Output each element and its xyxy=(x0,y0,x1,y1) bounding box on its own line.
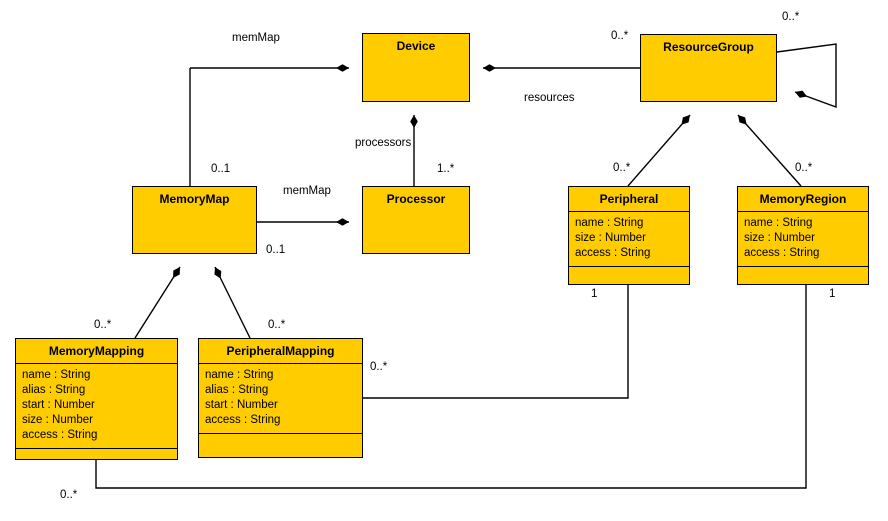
edge-label-memmap-processor: memMap xyxy=(283,185,331,197)
class-memory-mapping[interactable]: MemoryMapping name : String alias : Stri… xyxy=(15,338,178,460)
edge-label-memmap-processor-multiplicity: 0..1 xyxy=(266,244,286,256)
class-peripheral-mapping-attributes: name : String alias : String start : Num… xyxy=(199,364,362,433)
edge-label-peripheral-multiplicity: 0..* xyxy=(613,162,631,174)
class-peripheral-mapping-name: PeripheralMapping xyxy=(226,344,335,358)
attribute-row: access : String xyxy=(575,247,651,259)
edge-label-resources: resources xyxy=(524,92,575,104)
class-memory-region[interactable]: MemoryRegion name : String size : Number… xyxy=(737,186,869,285)
class-memory-map[interactable]: MemoryMap xyxy=(132,186,257,254)
class-memory-region-separator-2 xyxy=(738,266,868,267)
class-device[interactable]: Device xyxy=(362,33,470,102)
edge-memorymap-memorymapping xyxy=(134,266,181,339)
class-memory-region-attributes: name : String size : Number access : Str… xyxy=(738,212,868,266)
edge-label-processors: processors xyxy=(355,137,412,149)
attribute-row: size : Number xyxy=(22,414,93,426)
attribute-row: size : Number xyxy=(744,232,815,244)
edge-label-processors-multiplicity: 1..* xyxy=(437,163,455,175)
attribute-row: size : Number xyxy=(575,232,646,244)
attribute-row: name : String xyxy=(205,369,274,381)
attribute-row: start : Number xyxy=(22,399,95,411)
attribute-row: name : String xyxy=(575,217,644,229)
class-processor[interactable]: Processor xyxy=(362,186,470,254)
class-peripheral-separator-2 xyxy=(569,266,689,267)
edge-label-memmap-device-multiplicity: 0..1 xyxy=(211,163,231,175)
class-peripheral-operations xyxy=(569,267,689,280)
edge-label-peripheral-one: 1 xyxy=(591,288,598,300)
class-peripheral-mapping-separator-2 xyxy=(199,433,362,434)
edge-label-peripheralmapping-multiplicity: 0..* xyxy=(268,319,286,331)
class-device-name: Device xyxy=(396,39,436,53)
class-processor-name: Processor xyxy=(386,192,446,206)
class-peripheral-mapping[interactable]: PeripheralMapping name : String alias : … xyxy=(198,338,363,458)
attribute-row: access : String xyxy=(22,429,98,441)
edge-label-memmap-device: memMap xyxy=(232,32,280,44)
class-peripheral-name: Peripheral xyxy=(599,192,659,206)
class-memory-map-name: MemoryMap xyxy=(159,192,230,206)
class-memory-mapping-separator-2 xyxy=(16,448,177,449)
edge-label-resourcegroup-self-multiplicity: 0..* xyxy=(782,11,800,23)
edge-label-memoryregion-multiplicity: 0..* xyxy=(795,162,813,174)
class-peripheral-separator-1 xyxy=(569,211,689,212)
class-memory-mapping-operations xyxy=(16,449,177,462)
edge-label-memorymapping-bottom-multiplicity: 0..* xyxy=(60,489,78,501)
edge-memorymapping-memoryregion xyxy=(95,285,807,489)
edge-label-resources-multiplicity: 0..* xyxy=(611,30,629,42)
edge-device-memmap xyxy=(189,64,349,186)
edge-peripheralmapping-peripheral xyxy=(363,285,629,399)
attribute-row: alias : String xyxy=(205,384,269,396)
attribute-row: start : Number xyxy=(205,399,278,411)
edge-label-memorymapping-multiplicity: 0..* xyxy=(94,319,112,331)
edge-label-memoryregion-one: 1 xyxy=(829,288,836,300)
attribute-row: access : String xyxy=(205,414,281,426)
edge-label-peripheralmapping-right-multiplicity: 0..* xyxy=(370,361,388,373)
class-memory-region-separator-1 xyxy=(738,211,868,212)
class-memory-region-name: MemoryRegion xyxy=(759,192,847,206)
class-memory-mapping-separator-1 xyxy=(16,363,177,364)
class-peripheral-mapping-separator-1 xyxy=(199,363,362,364)
attribute-row: name : String xyxy=(744,217,813,229)
class-resource-group-name: ResourceGroup xyxy=(663,40,754,54)
edge-memorymap-peripheralmapping xyxy=(214,266,251,339)
attribute-row: access : String xyxy=(744,247,820,259)
class-peripheral[interactable]: Peripheral name : String size : Number a… xyxy=(568,186,690,285)
class-memory-region-operations xyxy=(738,267,868,280)
class-memory-mapping-name: MemoryMapping xyxy=(48,344,145,358)
edge-resourcegroup-peripheral xyxy=(627,114,691,187)
edge-resourcegroup-memoryregion xyxy=(737,114,802,187)
class-memory-mapping-attributes: name : String alias : String start : Num… xyxy=(16,364,177,448)
class-peripheral-mapping-operations xyxy=(199,434,362,447)
class-resource-group[interactable]: ResourceGroup xyxy=(640,34,777,102)
attribute-row: name : String xyxy=(22,369,91,381)
edge-resourcegroup-self xyxy=(776,43,837,109)
attribute-row: alias : String xyxy=(22,384,86,396)
class-peripheral-attributes: name : String size : Number access : Str… xyxy=(569,212,689,266)
